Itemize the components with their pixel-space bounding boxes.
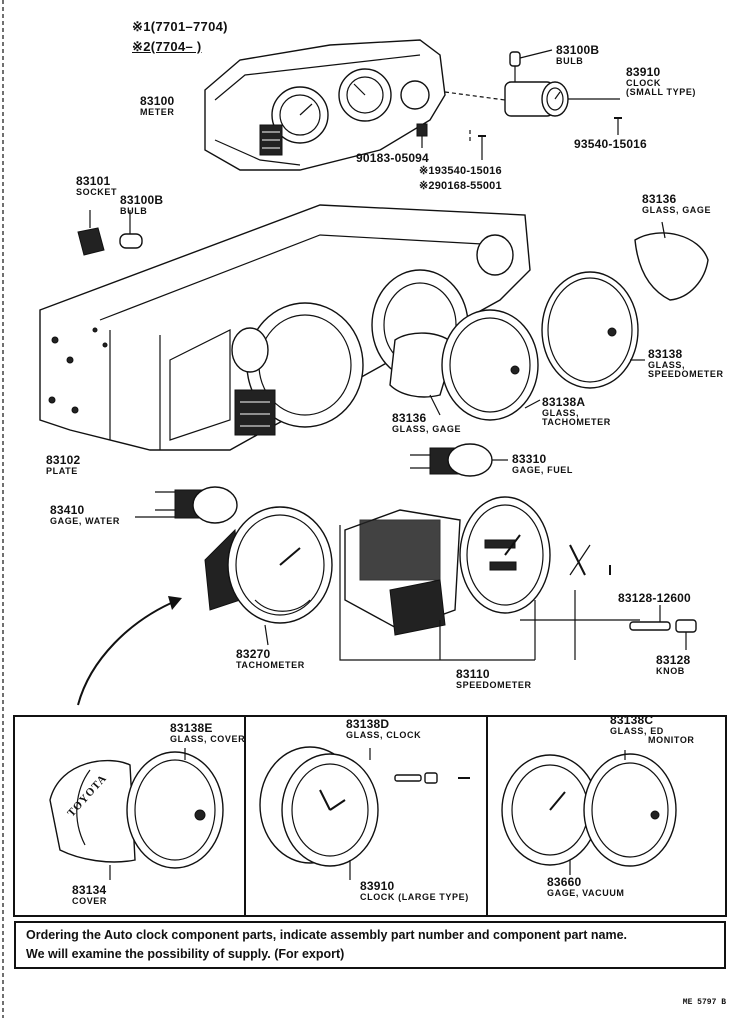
label-83910-large: 83910 CLOCK (LARGE TYPE) (360, 879, 469, 902)
arrow-head (168, 596, 182, 610)
label-290168: ※290168-55001 (419, 180, 502, 192)
legend-line-1: ※1(7701–7704) (132, 19, 228, 34)
ordering-note: Ordering the Auto clock component parts,… (14, 921, 726, 969)
label-83270-tacho: 83270 TACHOMETER (236, 647, 305, 670)
meter-assembly-drawing (204, 39, 446, 171)
small-clock-drawing (504, 81, 620, 117)
socket-bulb-drawing (77, 210, 143, 256)
legend-line-2: ※2(7704– ) (132, 39, 202, 54)
label-83134-cover: 83134 COVER (72, 883, 108, 906)
label-83138: 83138 GLASS, SPEEDOMETER (648, 347, 724, 380)
label-83138D: 83138D GLASS, CLOCK (346, 717, 422, 740)
note-line-1: Ordering the Auto clock component parts,… (26, 928, 628, 942)
label-83660-vacuum: 83660 GAGE, VACUUM (547, 875, 625, 898)
cover-drawing (49, 748, 224, 880)
water-gage-drawing (135, 486, 238, 524)
curved-arrow (77, 599, 179, 706)
fuel-gage-drawing (410, 443, 508, 477)
label-83110-speedo: 83110 SPEEDOMETER (456, 667, 532, 690)
large-clock-drawing (259, 746, 470, 880)
glass-gage-top-drawing (634, 232, 709, 301)
label-90183: 90183-05094 (356, 151, 429, 165)
top-bulb-drawing (509, 49, 553, 82)
note-line-2: We will examine the possibility of suppl… (26, 947, 345, 961)
label-83310-fuel: 83310 GAGE, FUEL (512, 452, 574, 475)
sub-assembly-frame (13, 715, 727, 917)
label-83138E: 83138E GLASS, COVER (170, 721, 246, 744)
label-83136-top: 83136 GLASS, GAGE (642, 192, 712, 215)
label-83910-small: 83910 CLOCK (SMALL TYPE) (626, 65, 697, 98)
label-83101-socket: 83101 SOCKET (76, 174, 118, 197)
label-83138A: 83138A GLASS, TACHOMETER (542, 395, 611, 428)
cluster-housing-drawing (39, 204, 531, 451)
glass-speedometer-drawing (541, 271, 645, 389)
label-93540: 93540-15016 (574, 137, 647, 151)
label-83100B-left: 83100B BULB (120, 193, 164, 216)
label-83128-12600: 83128-12600 (618, 591, 691, 605)
label-83100-meter: 83100 METER (140, 94, 175, 117)
tachometer-drawing (204, 506, 333, 646)
vacuum-gage-drawing (501, 750, 677, 875)
label-83100B-top: 83100B BULB (556, 43, 600, 66)
speedometer-drawing (339, 496, 640, 661)
screw-93540-drawing (614, 117, 622, 135)
knob-drawing (629, 605, 697, 650)
label-193540: ※193540-15016 (419, 165, 502, 177)
bolt-90183-drawing (416, 123, 428, 137)
label-83128-knob: 83128 KNOB (656, 653, 691, 676)
label-83102-plate: 83102 PLATE (46, 453, 81, 476)
page-code: ME 5797 B (682, 998, 726, 1007)
screw-193540-drawing (478, 135, 486, 160)
label-83138C: 83138C GLASS, ED MONITOR (610, 713, 695, 746)
label-83410-water: 83410 GAGE, WATER (50, 503, 120, 526)
label-83136-mid: 83136 GLASS, GAGE (392, 411, 462, 434)
glass-tachometer-drawing (441, 309, 541, 421)
